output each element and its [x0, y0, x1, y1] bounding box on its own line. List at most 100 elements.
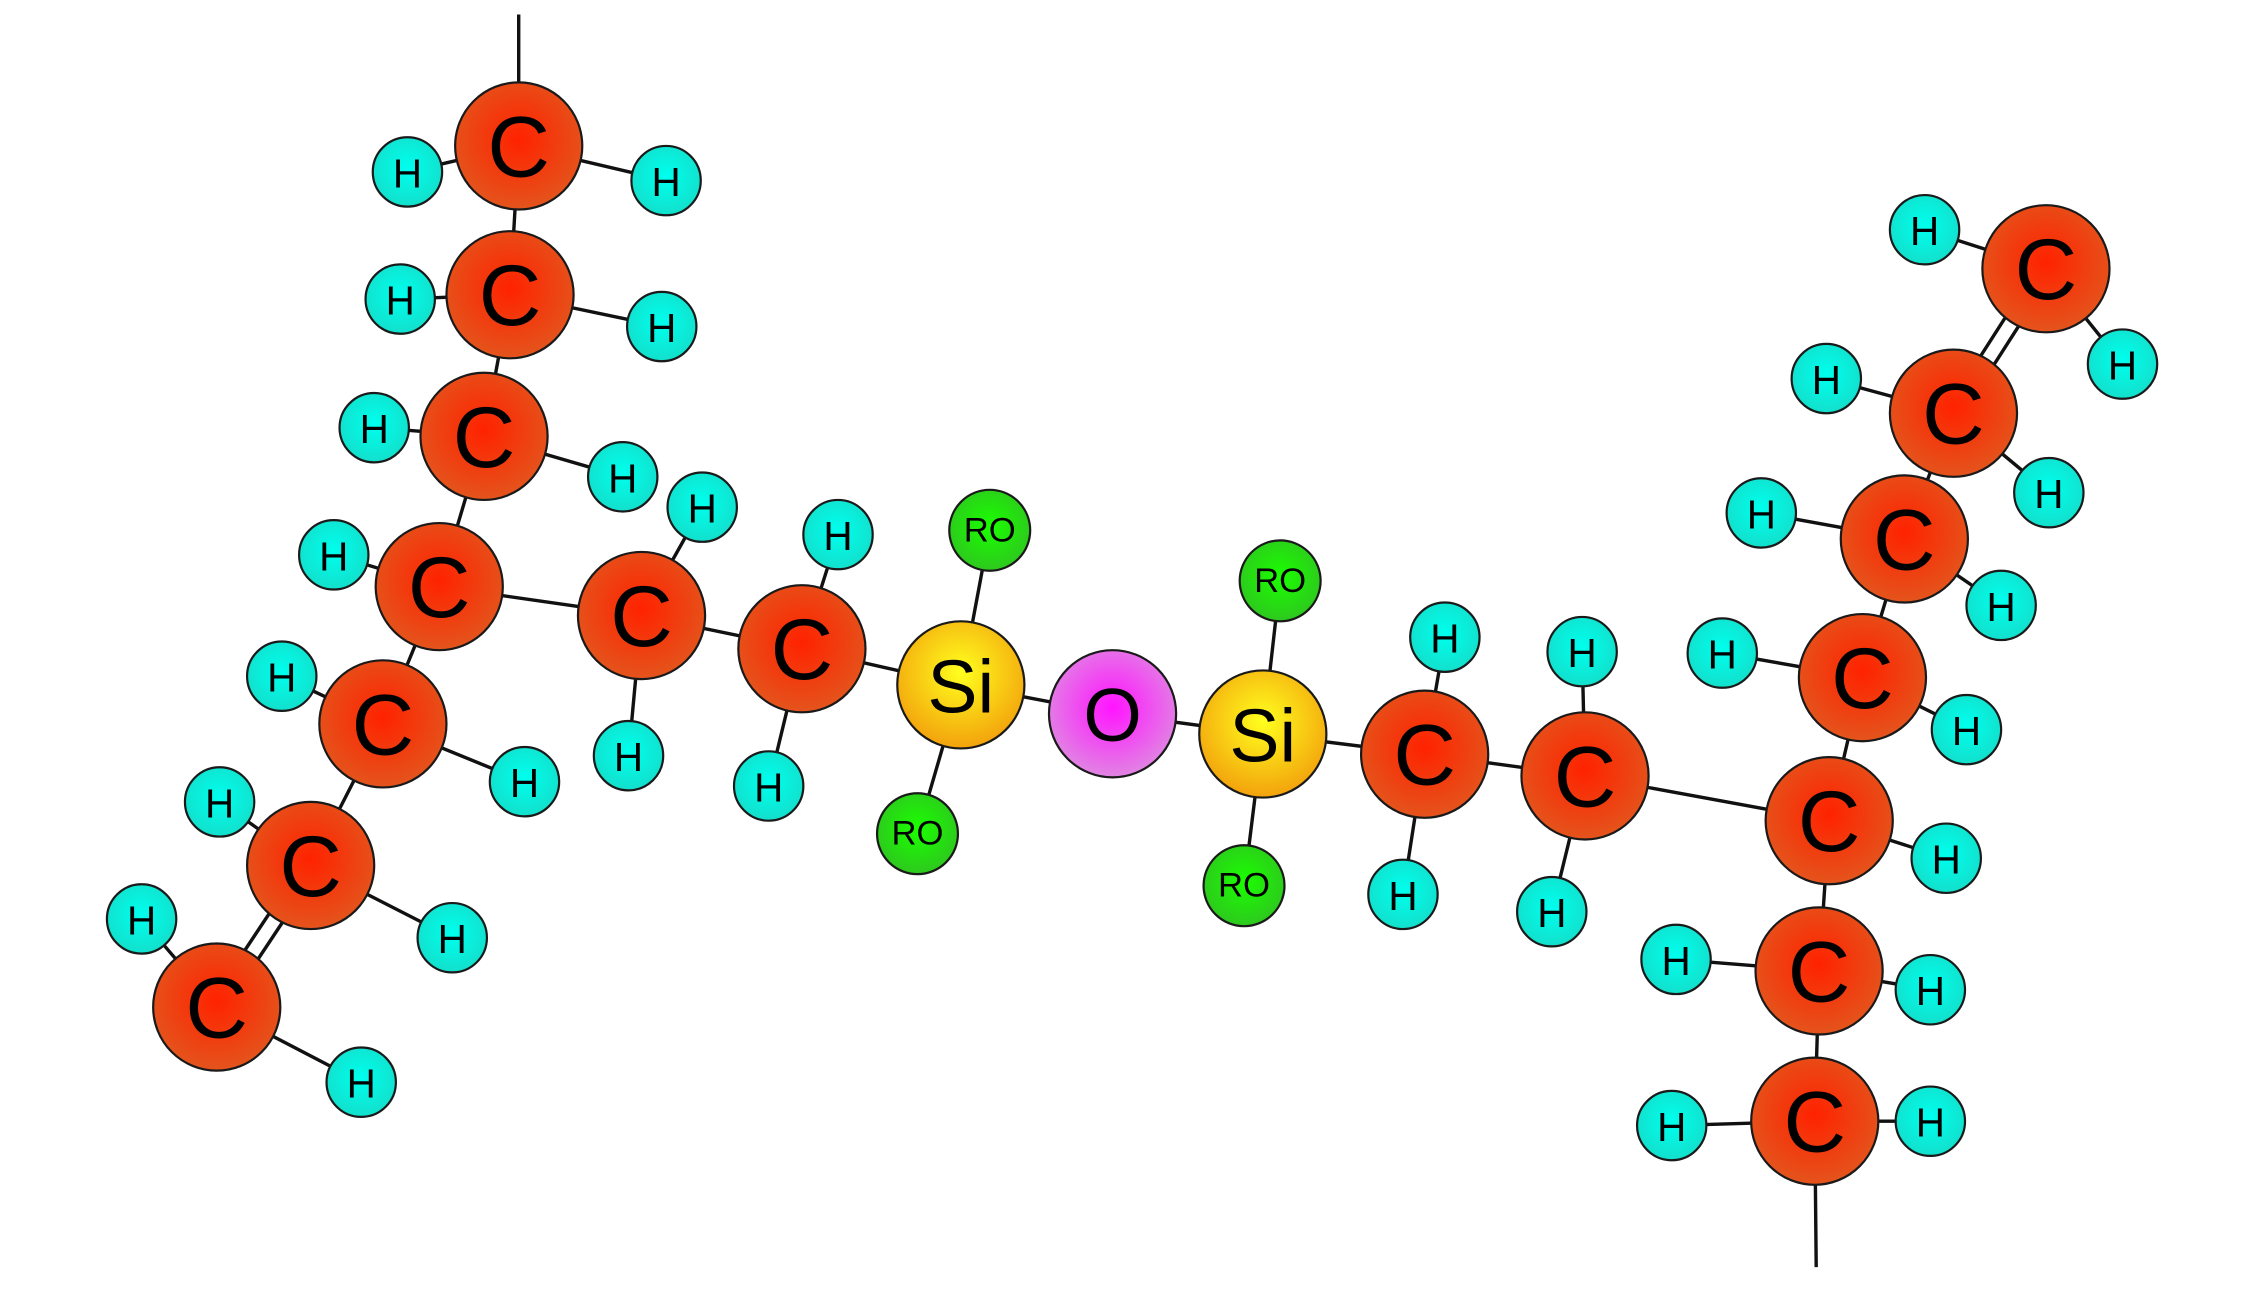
carbon-atom-circle: [1754, 906, 1884, 1036]
hydrogen-atom-label: H: [647, 305, 676, 351]
hydrogen-atom: H: [245, 640, 318, 712]
hydrogen-atom: H: [1409, 601, 1481, 673]
hydrogen-atom-label: H: [1388, 873, 1417, 919]
alkoxy-group-circle: [1238, 539, 1322, 623]
silicon-atom: Si: [896, 620, 1026, 750]
hydrogen-atom-label: H: [1657, 1104, 1686, 1150]
hydrogen-atom: H: [371, 136, 444, 208]
hydrogen-atom-label: H: [1747, 491, 1776, 537]
hydrogen-atom-circle: [364, 263, 437, 335]
silicon-atom: Si: [1198, 669, 1328, 799]
hydrogen-atom-label: H: [614, 734, 643, 780]
carbon-atom-label: C: [610, 569, 673, 665]
carbon-atom: C: [1797, 612, 1928, 743]
hydrogen-atom: H: [2013, 456, 2085, 529]
hydrogen-atom: H: [416, 901, 489, 974]
hydrogen-atom: H: [732, 750, 805, 822]
hydrogen-atom: H: [1888, 193, 1961, 266]
hydrogen-atom: H: [364, 263, 437, 335]
hydrogen-atom-label: H: [608, 455, 637, 501]
alkoxy-group-circle: [1202, 844, 1286, 928]
hydrogen-atom-circle: [338, 391, 410, 464]
hydrogen-atom: H: [802, 498, 874, 571]
alkoxy-group: RO: [1238, 539, 1322, 623]
hydrogen-atom-circle: [488, 745, 561, 818]
hydrogen-atom-circle: [1635, 1089, 1708, 1162]
hydrogen-atom: H: [1516, 875, 1588, 948]
hydrogen-atom: H: [1910, 822, 1983, 895]
hydrogen-atom: H: [625, 290, 698, 363]
carbon-atom-label: C: [408, 540, 471, 636]
carbon-atom-circle: [454, 81, 584, 211]
alkoxy-group-label: RO: [1218, 867, 1270, 905]
alkoxy-group-label: RO: [1254, 562, 1306, 600]
hydrogen-atom-circle: [371, 136, 444, 208]
hydrogen-atom-circle: [297, 519, 370, 591]
hydrogen-atom-label: H: [127, 897, 156, 943]
hydrogen-atom: H: [105, 883, 178, 955]
carbon-atom-circle: [245, 800, 376, 931]
hydrogen-atom-circle: [1930, 693, 2003, 766]
hydrogen-atom-circle: [1640, 923, 1712, 996]
hydrogen-atom-circle: [592, 719, 665, 792]
hydrogen-atom: H: [1725, 477, 1798, 549]
carbon-atom: C: [445, 230, 575, 360]
carbon-atom: C: [737, 584, 867, 714]
alkoxy-group: RO: [875, 792, 960, 876]
hydrogen-atom-label: H: [1987, 584, 2016, 630]
hydrogen-atom: H: [666, 471, 738, 543]
carbon-atom-circle: [1839, 474, 1970, 604]
hydrogen-atom: H: [630, 144, 702, 217]
carbon-atom-label: C: [1873, 492, 1936, 588]
hydrogen-atom: H: [1790, 342, 1863, 415]
hydrogen-atom-circle: [1546, 615, 1618, 688]
hydrogen-atom: H: [592, 719, 665, 792]
hydrogen-atom: H: [1635, 1089, 1708, 1162]
carbon-atom-circle: [152, 942, 282, 1072]
carbon-atom-circle: [374, 521, 504, 652]
hydrogen-atom: H: [297, 519, 370, 591]
carbon-atom-label: C: [1798, 774, 1861, 870]
hydrogen-atom-circle: [245, 640, 318, 712]
hydrogen-atom-label: H: [1661, 938, 1690, 984]
hydrogen-atom-circle: [1790, 342, 1863, 415]
hydrogen-atom-circle: [1516, 875, 1588, 948]
carbon-atom-label: C: [1922, 367, 1985, 463]
carbon-atom-circle: [1359, 689, 1490, 819]
carbon-atom-label: C: [771, 602, 834, 698]
carbon-atom: C: [318, 659, 448, 789]
hydrogen-atom-circle: [732, 750, 805, 822]
hydrogen-atom-label: H: [510, 760, 539, 806]
hydrogen-atom-label: H: [823, 513, 852, 559]
oxygen-atom-circle: [1047, 649, 1178, 779]
hydrogen-atom: H: [1894, 953, 1967, 1026]
hydrogen-atom-label: H: [754, 764, 783, 810]
hydrogen-atom-circle: [802, 498, 874, 571]
hydrogen-atom-circle: [1888, 193, 1961, 266]
carbon-atom-label: C: [479, 248, 542, 344]
carbon-atom-circle: [419, 371, 549, 502]
hydrogen-atom-circle: [1725, 477, 1798, 549]
carbon-atom-circle: [576, 550, 707, 681]
carbon-atom-label: C: [185, 961, 248, 1057]
alkoxy-group-circle: [875, 792, 960, 876]
hydrogen-atom: H: [1367, 858, 1439, 931]
hydrogen-atom: H: [1930, 693, 2003, 766]
hydrogen-atom-label: H: [386, 278, 415, 324]
hydrogen-atom-circle: [1894, 1085, 1967, 1157]
hydrogen-atom-label: H: [2034, 471, 2063, 517]
hydrogen-atom-label: H: [360, 406, 389, 452]
alkoxy-group: RO: [948, 488, 1032, 572]
carbon-atom: C: [1520, 711, 1650, 841]
hydrogen-atom-circle: [1367, 858, 1439, 931]
hydrogen-atom-circle: [1894, 953, 1967, 1026]
carbon-atom-circle: [1797, 612, 1928, 743]
carbon-atom: C: [152, 942, 282, 1072]
hydrogen-atom-circle: [1686, 617, 1759, 689]
hydrogen-atom-circle: [2086, 328, 2159, 400]
carbon-atom: C: [1750, 1056, 1880, 1186]
hydrogen-atom-label: H: [1708, 632, 1737, 678]
carbon-atom: C: [576, 550, 707, 681]
carbon-atom-circle: [1764, 756, 1894, 886]
